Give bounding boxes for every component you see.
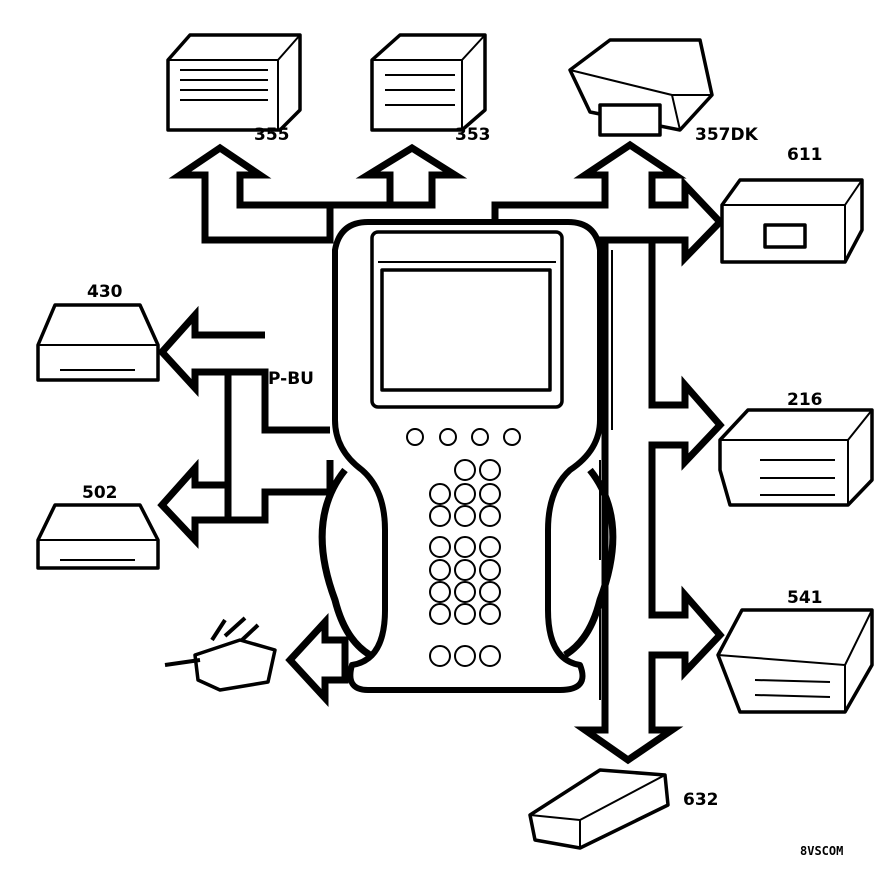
module-502: [36, 503, 160, 570]
label-541: 541: [787, 588, 823, 608]
diagnostic-tester: [318, 219, 617, 693]
tester-key: [454, 559, 476, 581]
label-216: 216: [787, 390, 823, 410]
module-353: [370, 33, 487, 132]
tester-key: [429, 603, 451, 625]
label-bus: P-BU: [268, 369, 314, 389]
tester-key: [454, 645, 476, 667]
bus-arrows: [157, 140, 725, 765]
bus-inner-right: [599, 250, 613, 700]
tester-key: [479, 645, 501, 667]
tester-key: [429, 645, 451, 667]
corner-code: 8VSCOM: [800, 844, 843, 858]
tester-key: [454, 536, 476, 558]
module-357dk-plug: [598, 103, 662, 137]
module-355: [166, 33, 302, 132]
arrow-to-430-502: [157, 305, 334, 549]
tester-key: [429, 559, 451, 581]
tester-handle-left: [318, 467, 372, 659]
tester-key: [479, 603, 501, 625]
arrow-to-355-353: [168, 143, 468, 244]
label-430: 430: [87, 282, 123, 302]
tester-screen: [380, 268, 552, 392]
module-430: [36, 303, 160, 382]
label-502: 502: [82, 483, 118, 503]
diagnostic-connector: [164, 616, 277, 692]
module-216: [718, 408, 874, 507]
tester-key: [479, 559, 501, 581]
label-357dk: 357DK: [695, 125, 759, 145]
label-611: 611: [787, 145, 823, 165]
tester-key: [454, 459, 476, 481]
tester-key: [429, 581, 451, 603]
tester-key: [479, 483, 501, 505]
label-355: 355: [254, 125, 290, 145]
arrow-right-trunk: [573, 236, 725, 765]
tester-key: [479, 581, 501, 603]
tester-handle-right: [563, 467, 617, 659]
tester-key: [429, 483, 451, 505]
tester-key: [454, 505, 476, 527]
module-611: [720, 178, 864, 264]
tester-key: [454, 581, 476, 603]
module-632: [528, 768, 670, 850]
module-541: [716, 608, 874, 714]
tester-key: [479, 536, 501, 558]
tester-key: [454, 483, 476, 505]
tester-key: [479, 505, 501, 527]
module-357dk: [568, 38, 714, 137]
tester-keypad: [429, 459, 501, 667]
label-353: 353: [455, 125, 491, 145]
arrow-to-connector: [285, 613, 349, 707]
label-632: 632: [683, 790, 719, 810]
tester-key: [479, 459, 501, 481]
tester-jacks: [406, 428, 521, 446]
tester-key: [429, 505, 451, 527]
tester-key: [454, 603, 476, 625]
tester-key: [429, 536, 451, 558]
